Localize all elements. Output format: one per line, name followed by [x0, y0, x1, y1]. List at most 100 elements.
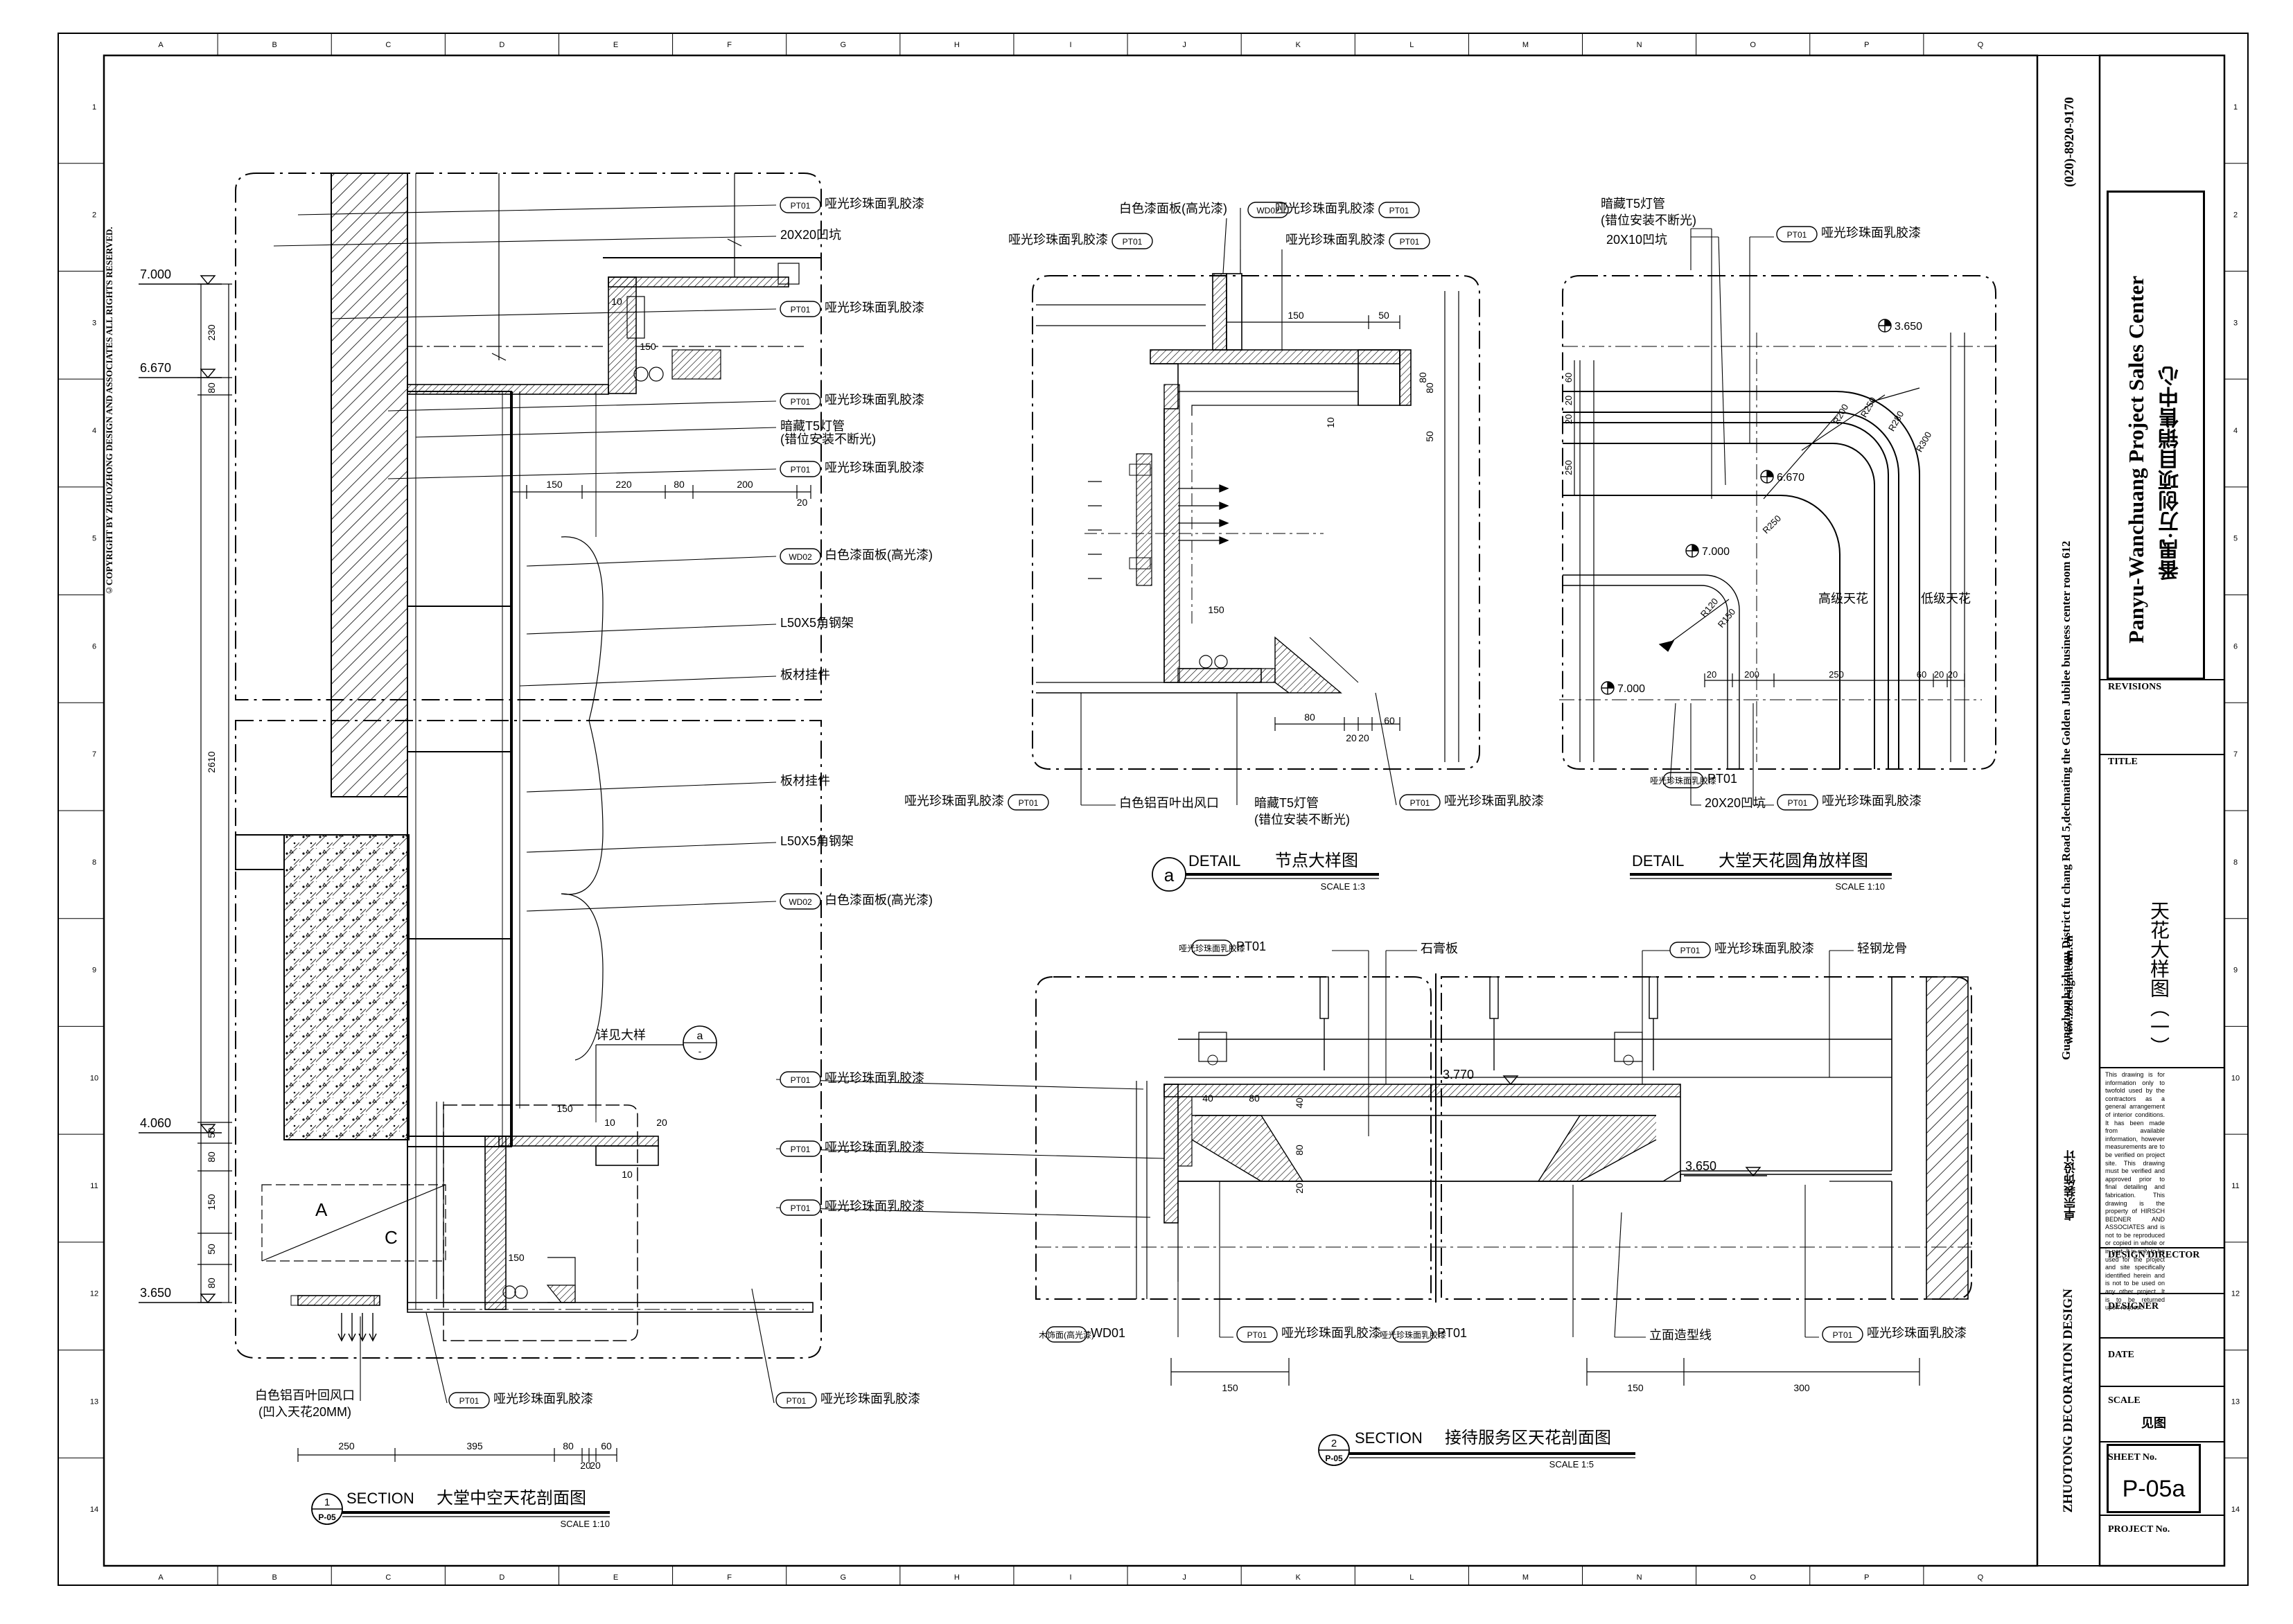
firm-website: www.zzdesign.com.cn [2062, 935, 2075, 1045]
d1-label-1: 20X20凹坑 [780, 228, 841, 242]
dr-level-1-value: 6.670 [1777, 472, 1804, 484]
da-top-label-3-tag: PT01 [1389, 233, 1430, 249]
da-dim-0: 150 [1288, 310, 1304, 321]
firm-name-en: ZHUOTONG DECORATION DESIGN [2061, 1289, 2075, 1513]
grid-col-top-M: M [1522, 41, 1529, 49]
d1-hdim-top-2: 80 [674, 479, 685, 490]
d1-label-6: PT01 哑光珍珠面乳胶漆 [780, 461, 924, 477]
d1-local-dim-5: 20 [656, 1117, 667, 1128]
da-top-label-0: 白色漆面板(高光漆)WD02 [1119, 202, 1289, 218]
dr-area-low: 低级天花 [1921, 592, 1971, 606]
grid-col-bottom-F: F [727, 1573, 732, 1582]
dr-bottom-label-0-tag: 哑光珍珠面乳胶漆 [1650, 772, 1716, 788]
grid-col-top-D: D [499, 41, 504, 49]
d1-title-bubble-num: 1 [324, 1497, 330, 1508]
dr-level-2: 7.000 [1685, 544, 1730, 558]
d1-vdim-3: 50 [206, 1127, 217, 1138]
d1-title-bubble-ref: P-05 [318, 1512, 336, 1522]
dr-dim-0: 60 [1563, 373, 1574, 382]
grid-row-right-9: 9 [2233, 967, 2238, 975]
grid-row-left-12: 12 [90, 1290, 98, 1298]
d1-bottom-tag-2-tag-code: PT01 [787, 1396, 807, 1406]
dr-bottom-label-2-tag: PT01 [1777, 794, 1818, 811]
grid-row-left-10: 10 [90, 1074, 98, 1082]
dr-title-cn: 大堂天花圆角放样图 [1719, 851, 1868, 870]
d1-title-scale: SCALE 1:10 [560, 1519, 610, 1529]
da-bottom-label-1: 白色铝百叶出风口 [1119, 796, 1219, 810]
d1-bottom-left-label-2: (凹入天花20MM) [258, 1405, 351, 1419]
d2-bottom-label-2-tag: 哑光珍珠面乳胶漆 [1380, 1326, 1446, 1343]
d2-bottom-label-0: 木饰面(高光漆)WD01 [1039, 1326, 1125, 1343]
d2-bottom-label-1-tag: PT01 [1236, 1326, 1278, 1343]
grid-col-bottom-I: I [1069, 1573, 1071, 1582]
grid-row-right-7: 7 [2233, 750, 2238, 759]
d1-label-10-text: 板材挂件 [780, 774, 830, 788]
date-label: DATE [2108, 1350, 2134, 1360]
d2-bottom-label-4-tag-code: PT01 [1833, 1330, 1853, 1340]
da-title-scale: SCALE 1:3 [1321, 881, 1365, 892]
grid-col-top-C: C [385, 41, 391, 49]
dr-level-3-value: 7.000 [1617, 683, 1645, 695]
dr-level-0-value: 3.650 [1895, 321, 1922, 333]
grid-col-bottom-O: O [1750, 1573, 1756, 1582]
dr-top-label-1: (错位安装不断光) [1601, 213, 1696, 227]
d1-label-5-text: (错位安装不断光) [780, 432, 876, 446]
d1-label-13-text: 哑光珍珠面乳胶漆 [825, 1071, 924, 1085]
dr-radius-1: R250 [1859, 396, 1879, 419]
d2-bottom-label-2-text: PT01 [1437, 1326, 1467, 1340]
grid-col-bottom-K: K [1296, 1573, 1301, 1582]
da-top-label-2-tag: PT01 [1378, 202, 1420, 218]
d1-title-bubble: 1P-05 [311, 1493, 343, 1525]
da-top-label-2-tag-code: PT01 [1389, 206, 1409, 215]
grid-row-left-6: 6 [92, 642, 96, 651]
d1-label-11-text: L50X5角钢架 [780, 834, 854, 848]
d1-local-dim-3: 10 [604, 1117, 615, 1128]
d1-hdim-bot-0: 250 [338, 1440, 355, 1451]
grid-col-top-K: K [1296, 41, 1301, 49]
dr-area-high: 高级天花 [1818, 592, 1868, 606]
grid-row-left-8: 8 [92, 858, 96, 867]
dr-radius-6: R150 [1716, 606, 1737, 629]
da-dim-10: 60 [1384, 715, 1395, 726]
da-title-en: DETAIL [1188, 852, 1240, 870]
d1-hdim-bot-3: 20 [580, 1460, 591, 1471]
d1-hdim-bot-2: 80 [563, 1440, 574, 1451]
dr-level-2-value: 7.000 [1702, 546, 1730, 558]
dr-level-1: 6.670 [1760, 470, 1804, 484]
da-top-label-1-tag-code: PT01 [1123, 237, 1143, 247]
da-bottom-label-4-text: 哑光珍珠面乳胶漆 [1444, 794, 1544, 808]
d2-top-label-2-text: 哑光珍珠面乳胶漆 [1714, 942, 1814, 955]
d1-letter-c: C [385, 1227, 398, 1248]
d1-label-0-tag-code: PT01 [791, 201, 811, 211]
d1-level-0: 7.000 [139, 267, 222, 285]
grid-row-left-3: 3 [92, 319, 96, 327]
d1-label-12-text: 白色漆面板(高光漆) [825, 893, 933, 907]
grid-row-left-13: 13 [90, 1397, 98, 1406]
d1-hdim-bot-5: 60 [601, 1440, 612, 1451]
d1-label-12-tag: WD02 [780, 893, 821, 910]
d1-label-6-text: 哑光珍珠面乳胶漆 [825, 461, 924, 475]
d2-dim-2: 40 [1294, 1097, 1305, 1109]
da-top-label-0-tag-code: WD02 [1256, 206, 1280, 215]
dr-dim-2: 20 [1563, 414, 1574, 424]
d1-local-dim-6: 10 [622, 1169, 633, 1180]
project-title-cn: 番禺·万创项目销售中心 [2159, 366, 2182, 581]
grid-col-bottom-N: N [1637, 1573, 1642, 1582]
d1-label-15-tag: PT01 [780, 1199, 821, 1216]
d1-label-6-tag-code: PT01 [791, 465, 811, 475]
d2-title-bubble-ref: P-05 [1325, 1454, 1343, 1463]
grid-col-bottom-M: M [1522, 1573, 1529, 1582]
dr-dim-1: 20 [1563, 396, 1574, 405]
